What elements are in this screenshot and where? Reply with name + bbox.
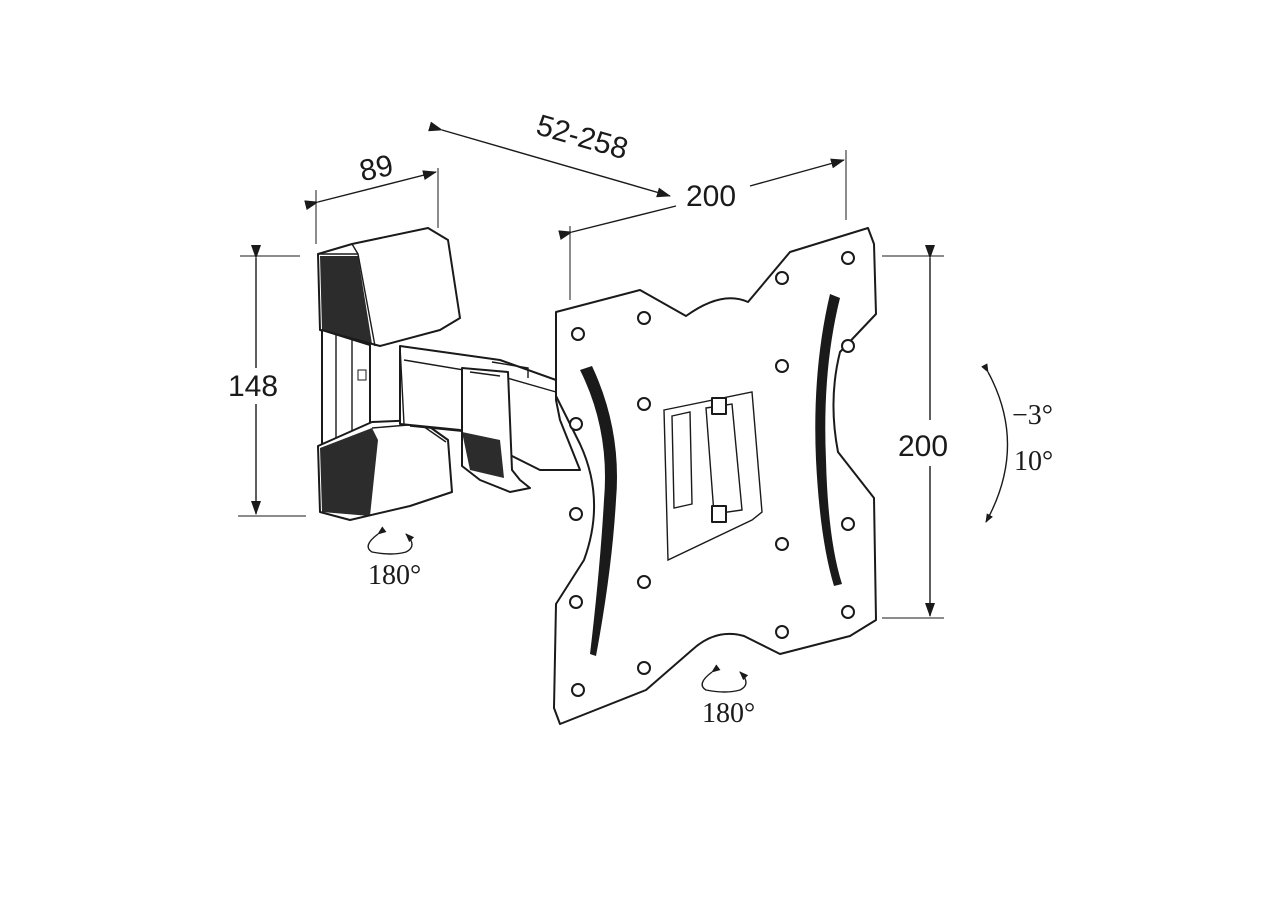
dim-89-label: 89 xyxy=(357,149,397,188)
dim-148-label: 148 xyxy=(228,370,278,403)
wall-plate xyxy=(317,227,461,521)
dim-200-height-label: 200 xyxy=(898,430,948,463)
dim-200-width-label: 200 xyxy=(686,180,736,213)
dimension-lines xyxy=(238,121,1009,693)
dim-52-258-label: 52-258 xyxy=(533,109,632,166)
tilt-down-label: 10° xyxy=(1014,446,1053,477)
tilt-up-label: −3° xyxy=(1012,400,1053,431)
vesa-plate xyxy=(553,227,877,725)
extension-arm xyxy=(399,345,581,493)
wall-swivel-label: 180° xyxy=(368,560,421,591)
plate-swivel-label: 180° xyxy=(702,698,755,729)
